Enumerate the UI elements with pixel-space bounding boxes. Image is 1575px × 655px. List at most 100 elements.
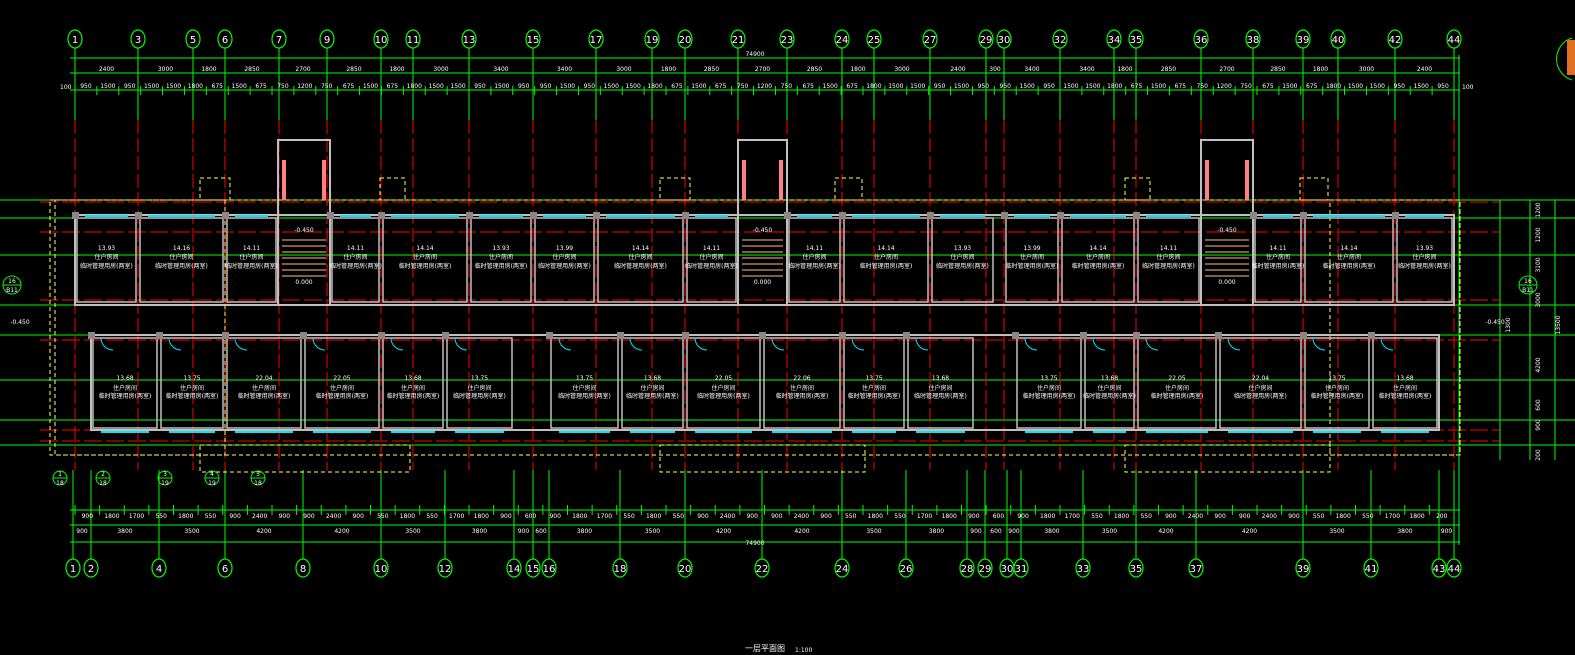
detail-dimension: 1500: [604, 83, 619, 90]
detail-dimension: 900: [303, 513, 315, 520]
bay-dimension: 2400: [950, 66, 965, 73]
room-type: 住户房间: [1086, 253, 1110, 261]
bay-dimension: 3500: [645, 528, 660, 535]
room-type: 住户房间: [1266, 253, 1290, 261]
axis-bubble: [525, 558, 541, 578]
axis-label: 30: [1001, 564, 1014, 575]
room-outline: [76, 217, 137, 303]
detail-dimension: 950: [978, 83, 990, 90]
axis-label: 8: [300, 564, 306, 575]
room-outline: [304, 337, 380, 429]
room-use: 临时管理用房(两室): [453, 392, 506, 400]
canopy-outline: [834, 177, 863, 201]
detail-dimension: 900: [1288, 513, 1300, 520]
column: [1133, 212, 1140, 219]
door-swing: [1227, 337, 1241, 351]
room-type: 住户房间: [1156, 253, 1180, 261]
column: [378, 332, 385, 339]
detail-dimension: 950: [80, 83, 92, 90]
axis-label: 40: [1332, 35, 1345, 46]
room-outline: [226, 217, 277, 303]
door-swing: [454, 337, 468, 351]
axis-label: 24: [836, 564, 849, 575]
axis-label: 10: [375, 564, 388, 575]
detail-dimension: 950: [540, 83, 552, 90]
room-area: 13.75: [865, 375, 882, 382]
detail-dimension: 1800: [1336, 513, 1351, 520]
room-outline: [1372, 337, 1438, 429]
axis-label: 42: [1389, 35, 1402, 46]
axis-bubble: [271, 29, 287, 49]
vertical-dimension: 3100: [1535, 257, 1542, 272]
axis-bubble: [1075, 558, 1091, 578]
detail-dimension: 1500: [1151, 83, 1166, 90]
room-area: 13.93: [98, 245, 115, 252]
axis-label: 38: [1247, 35, 1260, 46]
axis-bubble: [978, 29, 994, 49]
bay-dimension: 4200: [334, 528, 349, 535]
detail-dimension: 675: [715, 83, 727, 90]
column: [300, 332, 307, 339]
column: [927, 212, 934, 219]
room-use: 临时管理用房(两室): [1006, 262, 1059, 270]
axis-bubble: [217, 29, 233, 49]
axis-label: 10: [375, 35, 388, 46]
bay-dimension: 1800: [1313, 66, 1328, 73]
axis-bubble: [644, 29, 660, 49]
room-type: 住户房间: [239, 253, 263, 261]
detail-dimension: 550: [1362, 513, 1374, 520]
room-type: 住户房间: [1337, 253, 1361, 261]
room-area: 14.11: [703, 245, 720, 252]
door-jamb: [282, 160, 286, 200]
axis-bubble: [1387, 29, 1403, 49]
axis-bubble: [834, 29, 850, 49]
room-outline: [470, 217, 532, 303]
axis-bubble: [1128, 558, 1144, 578]
room-use: 临时管理用房(两室): [626, 392, 679, 400]
room-area: 14.14: [1340, 245, 1357, 252]
bay-dimension: 3000: [433, 66, 448, 73]
detail-dimension: 675: [846, 83, 858, 90]
room-type: 住户房间: [1020, 253, 1044, 261]
detail-dimension: 900: [771, 513, 783, 520]
room-outline: [763, 337, 841, 429]
detail-dimension: 1700: [1385, 513, 1400, 520]
bay-dimension: 900: [1441, 528, 1453, 535]
door-jamb: [1205, 160, 1209, 200]
detail-dimension: 550: [205, 513, 217, 520]
detail-dimension: 1500: [1085, 83, 1100, 90]
room-outline: [1084, 337, 1135, 429]
column: [1392, 212, 1399, 219]
viewcube-edge[interactable]: [1567, 40, 1575, 75]
room-use: 临时管理用房(两室): [329, 262, 382, 270]
detail-dimension: 600: [525, 513, 537, 520]
room-type: 住户房间: [950, 253, 974, 261]
bay-dimension: 900: [518, 528, 530, 535]
detail-dimension: 600: [993, 513, 1005, 520]
room-type: 住户房间: [1097, 384, 1121, 392]
stair-elevation-lower: 0.000: [754, 279, 771, 286]
column: [1300, 332, 1307, 339]
room-outline: [446, 337, 513, 429]
room-outline: [1137, 217, 1200, 303]
bay-dimension: 2850: [244, 66, 259, 73]
room-use: 临时管理用房(两室): [848, 392, 901, 400]
axis-label: 11: [407, 35, 420, 46]
axis-label: 29: [979, 564, 992, 575]
detail-dimension: 675: [1175, 83, 1187, 90]
bay-dimension: 3400: [557, 66, 572, 73]
detail-dimension: 900: [352, 513, 364, 520]
room-type: 住户房间: [94, 253, 118, 261]
axis-label: 41: [1365, 564, 1378, 575]
bay-dimension: 2850: [807, 66, 822, 73]
section-marker-top: 16: [1524, 278, 1532, 285]
axis-label: 20: [679, 564, 692, 575]
edge-dimension: 100: [1462, 84, 1474, 91]
detail-dimension: 550: [623, 513, 635, 520]
room-use: 临时管理用房(两室): [1023, 392, 1076, 400]
axis-label: 35: [1130, 35, 1143, 46]
door-swing: [1092, 337, 1106, 351]
detail-dimension: 950: [934, 83, 946, 90]
room-outline: [1005, 217, 1059, 303]
detail-dimension: 1800: [400, 513, 415, 520]
